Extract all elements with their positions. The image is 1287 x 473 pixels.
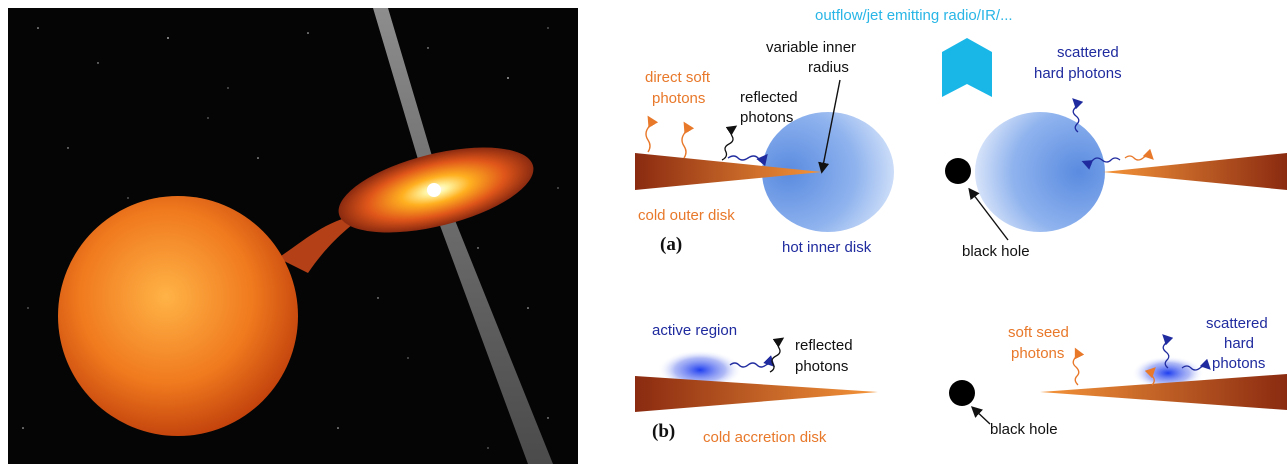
- variable-inner-radius-label-2: radius: [808, 59, 849, 76]
- outflow-arrow-icon: [942, 38, 992, 97]
- panel-b-tag: (b): [652, 421, 675, 442]
- soft-photon-arrow-2: [681, 121, 695, 159]
- hot-inner-disk-label: hot inner disk: [782, 239, 872, 256]
- scattered-hard-photons-b-label-1: scattered: [1206, 315, 1268, 332]
- black-hole-b-label: black hole: [990, 421, 1058, 438]
- accretion-diagram: outflow/jet emitting radio/IR/... direct…: [590, 0, 1287, 468]
- inner-radius-pointer: [818, 79, 841, 174]
- cold-outer-disk-left: [635, 153, 822, 190]
- scattered-photon-up: [1072, 98, 1084, 133]
- soft-photon-arrow-1: [645, 115, 659, 153]
- cold-outer-disk-label: cold outer disk: [638, 207, 735, 224]
- scattered-hard-photons-label-2: hard photons: [1034, 65, 1122, 82]
- companion-star: [58, 196, 298, 436]
- panel-b: active region reflected photons (b) cold…: [635, 315, 1287, 446]
- binary-system-illustration: [8, 8, 578, 464]
- soft-seed-photons-label-1: soft seed: [1008, 324, 1069, 341]
- scattered-photon-left: [1081, 157, 1121, 170]
- scattered-hard-photons-b-label-2: hard: [1224, 335, 1254, 352]
- active-region-label: active region: [652, 322, 737, 339]
- cold-outer-disk-right: [1103, 153, 1287, 190]
- reflected-photon-arrow: [721, 125, 738, 161]
- black-hole-a-pointer: [968, 187, 1009, 241]
- black-hole-a: [945, 158, 971, 184]
- jet: [373, 8, 553, 464]
- scattered-hard-photons-label-1: scattered: [1057, 44, 1119, 61]
- hot-inner-disk-right: [975, 112, 1105, 232]
- soft-photon-right: [1124, 148, 1154, 161]
- black-hole-b-pointer: [970, 406, 991, 425]
- soft-seed-photons-label-2: photons: [1011, 345, 1064, 362]
- accretion-diagram-svg: outflow/jet emitting radio/IR/... direct…: [635, 7, 1287, 446]
- soft-seed-photon-arrow: [1072, 347, 1085, 386]
- reflected-photon-arrow-b: [769, 337, 785, 373]
- cold-accretion-disk-left: [635, 376, 878, 412]
- binary-system-art: [8, 8, 578, 464]
- disk-core: [427, 183, 441, 197]
- accretion-stream: [278, 213, 368, 273]
- reflected-photons-label-2: photons: [740, 109, 793, 126]
- scattered-photon-right-b: [1181, 358, 1211, 371]
- starfield: [22, 27, 559, 449]
- incident-squiggle-b: [729, 355, 775, 368]
- direct-soft-photons-label-1: direct soft: [645, 69, 711, 86]
- scattered-hard-photons-b-label-3: photons: [1212, 355, 1265, 372]
- black-hole-b: [949, 380, 975, 406]
- cold-accretion-disk-label: cold accretion disk: [703, 429, 827, 446]
- reflected-photons-b-label-2: photons: [795, 358, 848, 375]
- panel-a-tag: (a): [660, 234, 682, 255]
- cold-accretion-disk-right: [1040, 374, 1287, 410]
- soft-photon-into-region-b: [1144, 367, 1156, 386]
- variable-inner-radius-label-1: variable inner: [766, 39, 856, 56]
- black-hole-a-label: black hole: [962, 243, 1030, 260]
- reflected-photons-b-label-1: reflected: [795, 337, 853, 354]
- reflected-photons-label-1: reflected: [740, 89, 798, 106]
- scattered-photon-up-b: [1162, 334, 1174, 369]
- panel-a: outflow/jet emitting radio/IR/... direct…: [635, 7, 1287, 260]
- incident-hard-photon-squiggle: [727, 153, 768, 167]
- outflow-label: outflow/jet emitting radio/IR/...: [815, 7, 1013, 24]
- direct-soft-photons-label-2: photons: [652, 90, 705, 107]
